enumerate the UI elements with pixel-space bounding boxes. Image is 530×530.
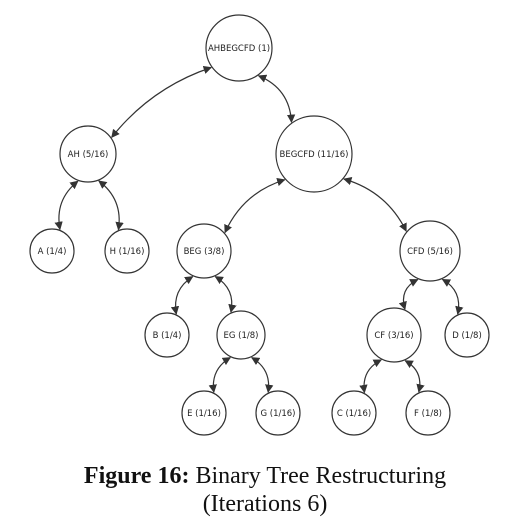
node-label: BEG (3/8) bbox=[184, 247, 225, 257]
node-circle bbox=[255, 390, 301, 436]
node-label: BEGCFD (11/16) bbox=[280, 150, 349, 160]
edge-beg-b bbox=[170, 276, 194, 315]
node-circle bbox=[366, 307, 422, 363]
tree-node-cfd: CFD (5/16) bbox=[399, 220, 461, 282]
node-circle bbox=[275, 115, 353, 193]
figure-caption: Figure 16: Binary Tree Restructuring (It… bbox=[0, 462, 530, 518]
edge-eg-e bbox=[208, 357, 232, 394]
tree-node-root: AHBEGCFD (1) bbox=[205, 14, 273, 82]
tree-node-begcfd: BEGCFD (11/16) bbox=[275, 115, 353, 193]
node-label: AHBEGCFD (1) bbox=[208, 44, 270, 54]
tree-node-eg: EG (1/8) bbox=[216, 310, 266, 360]
node-circle bbox=[59, 125, 117, 183]
tree-node-e: E (1/16) bbox=[181, 390, 227, 436]
node-label: A (1/4) bbox=[38, 247, 67, 257]
node-circle bbox=[331, 390, 377, 436]
figure-subtitle: (Iterations 6) bbox=[202, 491, 328, 517]
node-label: AH (5/16) bbox=[68, 150, 109, 160]
edge-eg-g bbox=[250, 357, 274, 394]
node-circle bbox=[405, 390, 451, 436]
tree-node-d: D (1/8) bbox=[444, 312, 490, 358]
node-label: CF (3/16) bbox=[374, 331, 413, 341]
node-circle bbox=[104, 228, 150, 274]
node-circle bbox=[29, 228, 75, 274]
node-circle bbox=[399, 220, 461, 282]
node-circle bbox=[444, 312, 490, 358]
edge-beg-eg bbox=[214, 276, 237, 313]
tree-node-b: B (1/4) bbox=[144, 312, 190, 358]
tree-node-h: H (1/16) bbox=[104, 228, 150, 274]
node-label: H (1/16) bbox=[110, 247, 145, 257]
tree-node-cf: CF (3/16) bbox=[366, 307, 422, 363]
node-label: EG (1/8) bbox=[224, 331, 259, 341]
edge-cfd-d bbox=[441, 278, 464, 315]
node-circle bbox=[181, 390, 227, 436]
node-label: B (1/4) bbox=[153, 331, 182, 341]
node-circle bbox=[144, 312, 190, 358]
node-circle bbox=[216, 310, 266, 360]
node-label: F (1/8) bbox=[414, 409, 442, 419]
edge-root-begcfd bbox=[257, 74, 296, 124]
edge-cf-f bbox=[404, 360, 425, 393]
tree-node-g: G (1/16) bbox=[255, 390, 301, 436]
node-label: D (1/8) bbox=[452, 331, 482, 341]
tree-node-f: F (1/8) bbox=[405, 390, 451, 436]
node-circle bbox=[176, 223, 232, 279]
edge-begcfd-cfd bbox=[343, 177, 407, 232]
tree-node-ah: AH (5/16) bbox=[59, 125, 117, 183]
edge-cfd-cf bbox=[398, 278, 419, 311]
edge-cf-c bbox=[359, 359, 382, 394]
node-circle bbox=[205, 14, 273, 82]
edge-ah-h bbox=[98, 180, 124, 231]
tree-edges bbox=[54, 65, 464, 394]
node-label: C (1/16) bbox=[337, 409, 371, 419]
tree-node-c: C (1/16) bbox=[331, 390, 377, 436]
tree-node-a: A (1/4) bbox=[29, 228, 75, 274]
node-label: E (1/16) bbox=[187, 409, 221, 419]
tree-node-beg: BEG (3/8) bbox=[176, 223, 232, 279]
edge-ah-a bbox=[54, 180, 79, 231]
node-label: G (1/16) bbox=[260, 409, 295, 419]
binary-tree-diagram: AHBEGCFD (1) AH (5/16) BEGCFD (11/16) A (1/… bbox=[29, 14, 490, 436]
figure-number: Figure 16: bbox=[83, 463, 190, 489]
caption-line-1: Figure 16: Binary Tree Restructuring bbox=[0, 462, 530, 490]
edge-begcfd-beg bbox=[224, 178, 286, 234]
node-label: CFD (5/16) bbox=[407, 247, 453, 257]
edge-root-ah bbox=[111, 65, 212, 138]
figure-title: Binary Tree Restructuring bbox=[195, 463, 447, 489]
tree-nodes: AHBEGCFD (1) AH (5/16) BEGCFD (11/16) A (1/… bbox=[29, 14, 490, 436]
